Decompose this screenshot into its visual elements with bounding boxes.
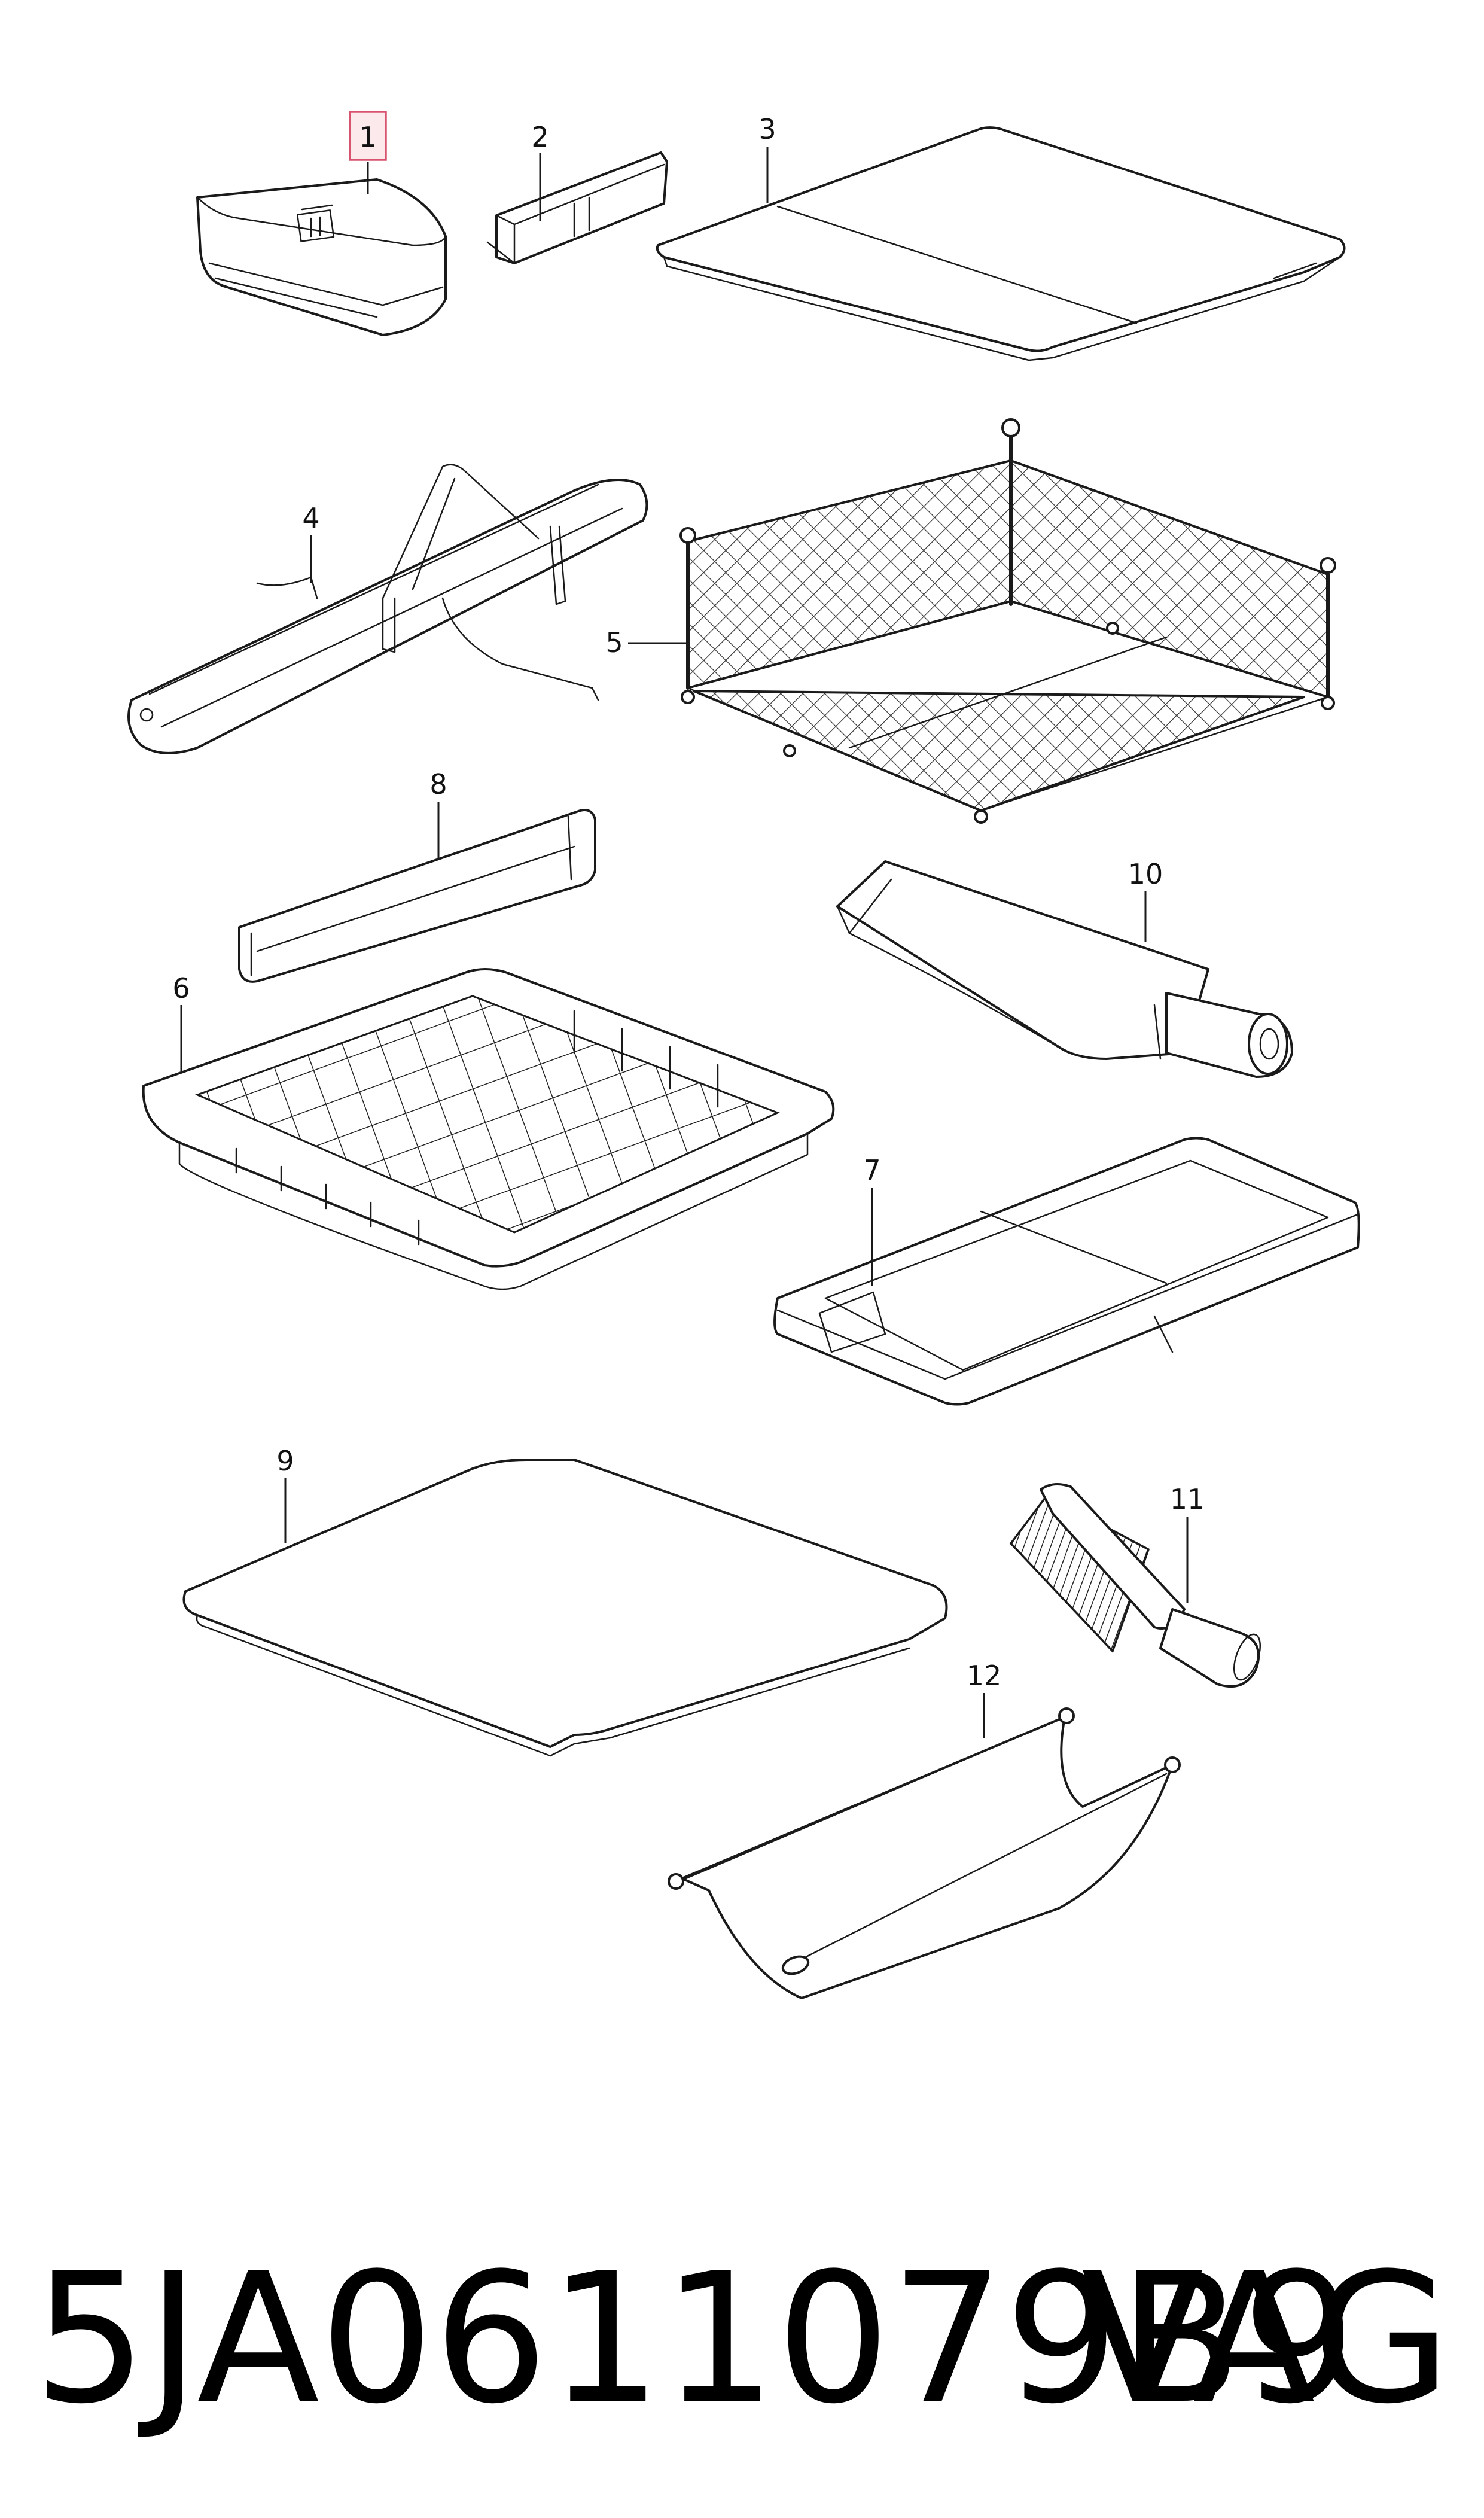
part-6-boot-tray	[142, 968, 835, 1290]
callout-6-label: 6	[172, 972, 190, 1004]
part-3-floor-mat	[656, 126, 1346, 361]
part-12-luggage-hammock	[668, 1707, 1181, 1999]
callout-8-label: 8	[429, 768, 447, 800]
callout-leaders	[180, 147, 1189, 1738]
footer: 5JA0611079B9 VAG	[0, 2213, 1484, 2465]
callout-labels: 1 2 3 4 5 6 7 8 9 10 11 12	[172, 111, 1205, 1692]
part-1-storage-box	[196, 178, 447, 336]
part-10-umbrella	[836, 860, 1293, 1078]
callout-3-label: 3	[758, 113, 776, 145]
callout-4-label: 4	[302, 502, 319, 534]
part-2-divider	[486, 151, 668, 264]
part-9-boot-mat	[182, 1459, 948, 1757]
part-5-cargo-net	[679, 418, 1336, 824]
callout-12-label: 12	[967, 1660, 1002, 1692]
callout-7-label: 7	[863, 1154, 880, 1186]
part-8-roller-cover	[238, 809, 596, 983]
callout-1-highlight	[349, 111, 387, 161]
part-4-ski-bag	[127, 464, 648, 754]
callout-9-label: 9	[276, 1445, 294, 1477]
brand-name: VAG	[1081, 2234, 1451, 2443]
part-number: 5JA0611079B9	[33, 2234, 1357, 2443]
callout-1-label: 1	[359, 121, 376, 153]
part-11-brush	[1009, 1483, 1261, 1688]
part-7-organiser-tray	[773, 1137, 1360, 1406]
callout-11-label: 11	[1170, 1483, 1205, 1515]
callout-5-label: 5	[605, 626, 623, 659]
callout-2-label: 2	[531, 121, 548, 153]
callout-10-label: 10	[1128, 858, 1163, 890]
